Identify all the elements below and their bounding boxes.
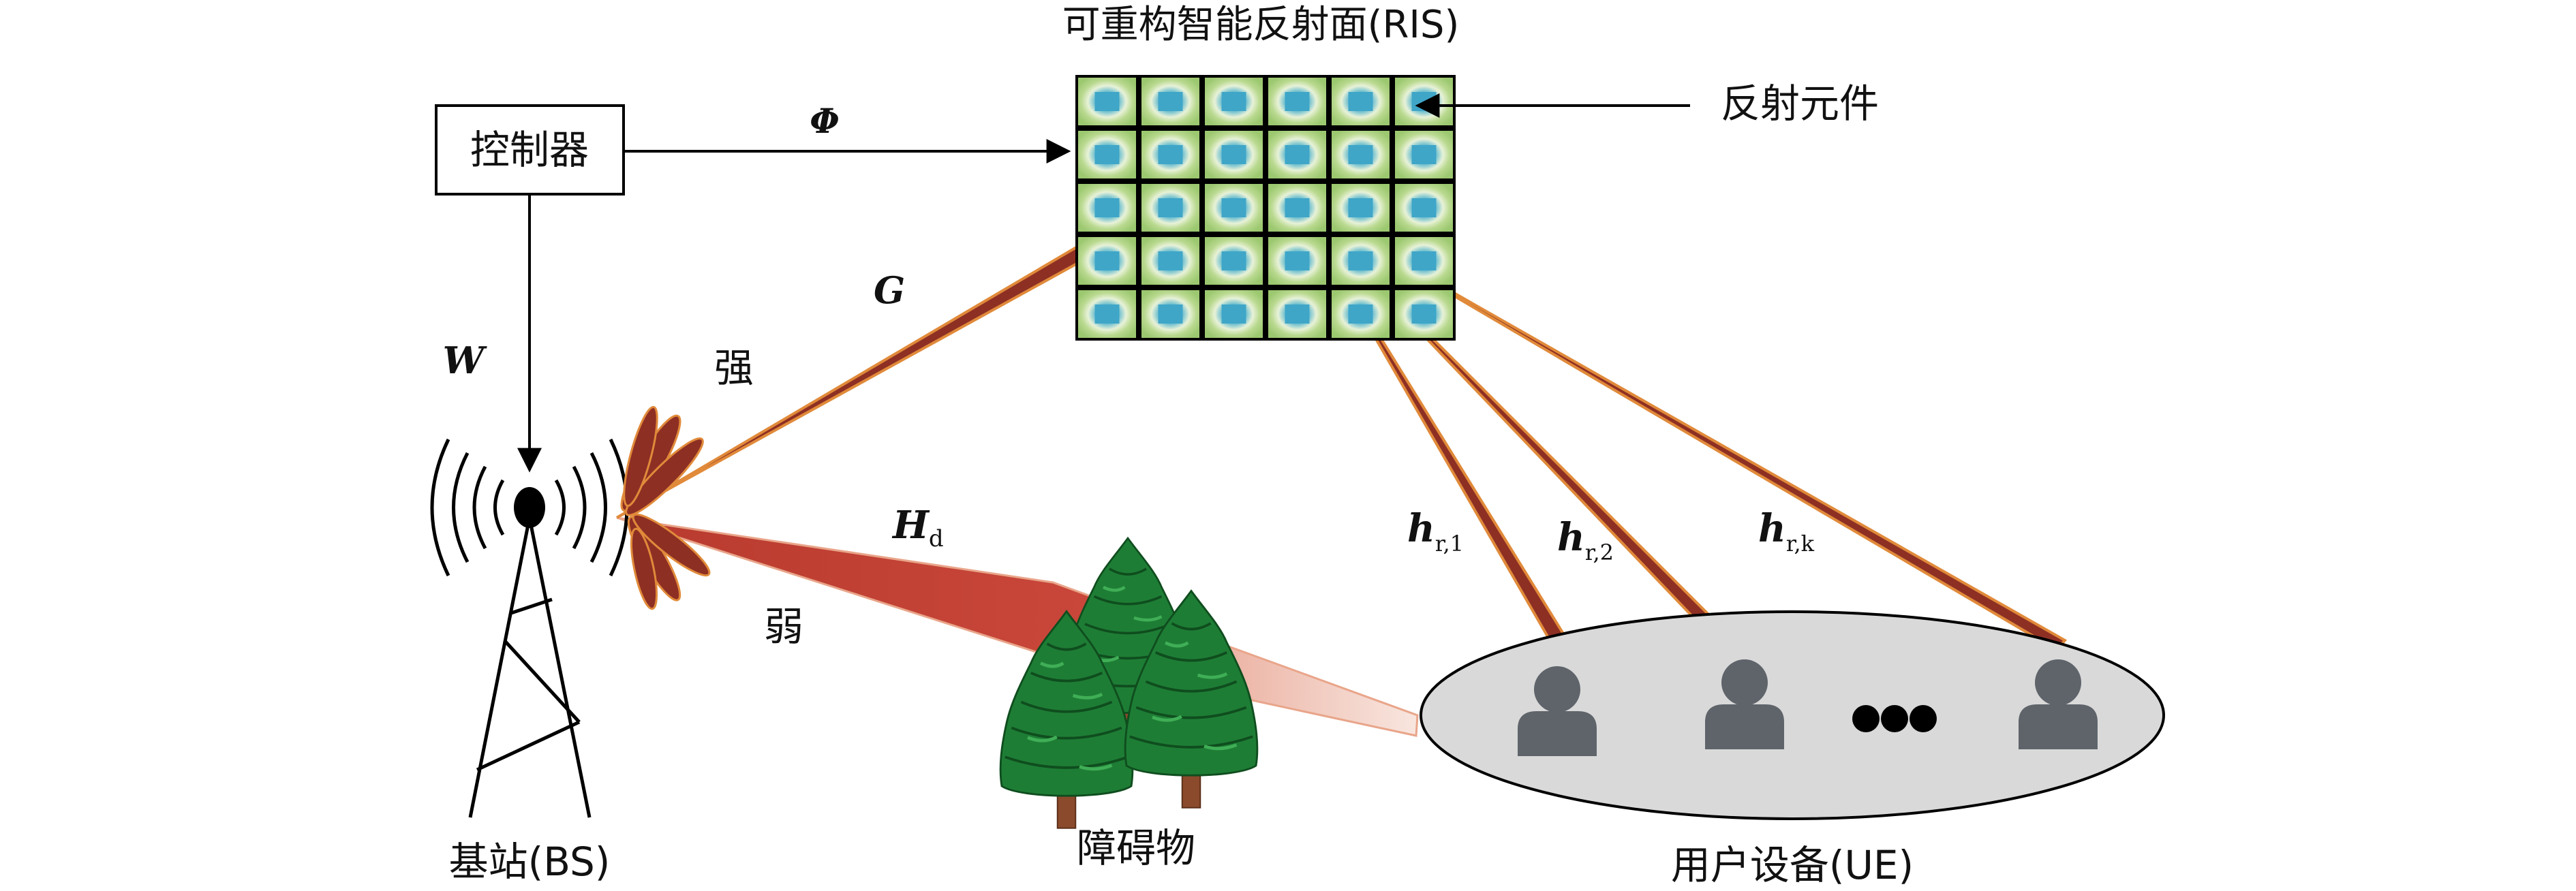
ris-title: 可重构智能反射面(RIS) — [1062, 3, 1460, 47]
ris-element-core — [1221, 304, 1246, 324]
ris-element-core — [1094, 198, 1120, 217]
ris-element-core — [1348, 198, 1373, 217]
ue-label: 用户设备(UE) — [1671, 842, 1914, 888]
ris-element-core — [1094, 92, 1120, 111]
ris-element-core — [1158, 198, 1183, 217]
ris-element-core — [1158, 304, 1183, 324]
phi-label: Φ — [810, 101, 840, 141]
ris-element-core — [1221, 198, 1246, 217]
ris-element-core — [1348, 304, 1373, 324]
ris-element-core — [1285, 92, 1310, 111]
ris-element-core — [1221, 92, 1246, 111]
bs-label: 基站(BS) — [449, 839, 611, 885]
ris-element-core — [1285, 198, 1310, 217]
obstacle-label: 障碍物 — [1077, 825, 1195, 871]
ris-element-core — [1285, 304, 1310, 324]
ris-element-core — [1411, 198, 1437, 217]
g-label: G — [874, 268, 905, 312]
ris-element-core — [1094, 251, 1120, 270]
radio-waves-icon — [430, 438, 629, 577]
ris-element-core — [1411, 145, 1437, 164]
ris-element-core — [1348, 92, 1373, 111]
ris-frame — [1075, 75, 1456, 341]
base-station-tower — [468, 517, 592, 818]
strong-label: 强 — [714, 345, 754, 391]
ris-element-core — [1411, 92, 1437, 111]
hd-label: Hd — [891, 503, 944, 552]
w-label: W — [443, 339, 488, 382]
controller-label: 控制器 — [470, 127, 589, 173]
ris-element-core — [1158, 251, 1183, 270]
ris-element-core — [1158, 92, 1183, 111]
hr1-label: hr,1 — [1407, 506, 1464, 557]
base-station — [430, 405, 711, 818]
ris-element-core — [1285, 251, 1310, 270]
ris-panel — [1075, 75, 1456, 341]
ris-element-core — [1158, 145, 1183, 164]
ris-element-core — [1348, 145, 1373, 164]
hrk-label: hr,k — [1758, 506, 1815, 557]
ris-element-core — [1221, 145, 1246, 164]
ris-element-core — [1411, 251, 1437, 270]
ris-element-core — [1221, 251, 1246, 270]
ellipsis-dots — [1852, 705, 1937, 732]
ris-element-core — [1094, 145, 1120, 164]
ris-element-core — [1411, 304, 1437, 324]
element-label: 反射元件 — [1721, 80, 1879, 127]
weak-label: 弱 — [764, 604, 803, 650]
ris-element-core — [1094, 304, 1120, 324]
ris-element-core — [1348, 251, 1373, 270]
hr2-label: hr,2 — [1557, 515, 1614, 565]
beam-lobes-icon — [620, 405, 711, 610]
ris-element-core — [1285, 145, 1310, 164]
ue-region — [1420, 610, 2165, 820]
antenna-head-icon — [514, 487, 545, 528]
